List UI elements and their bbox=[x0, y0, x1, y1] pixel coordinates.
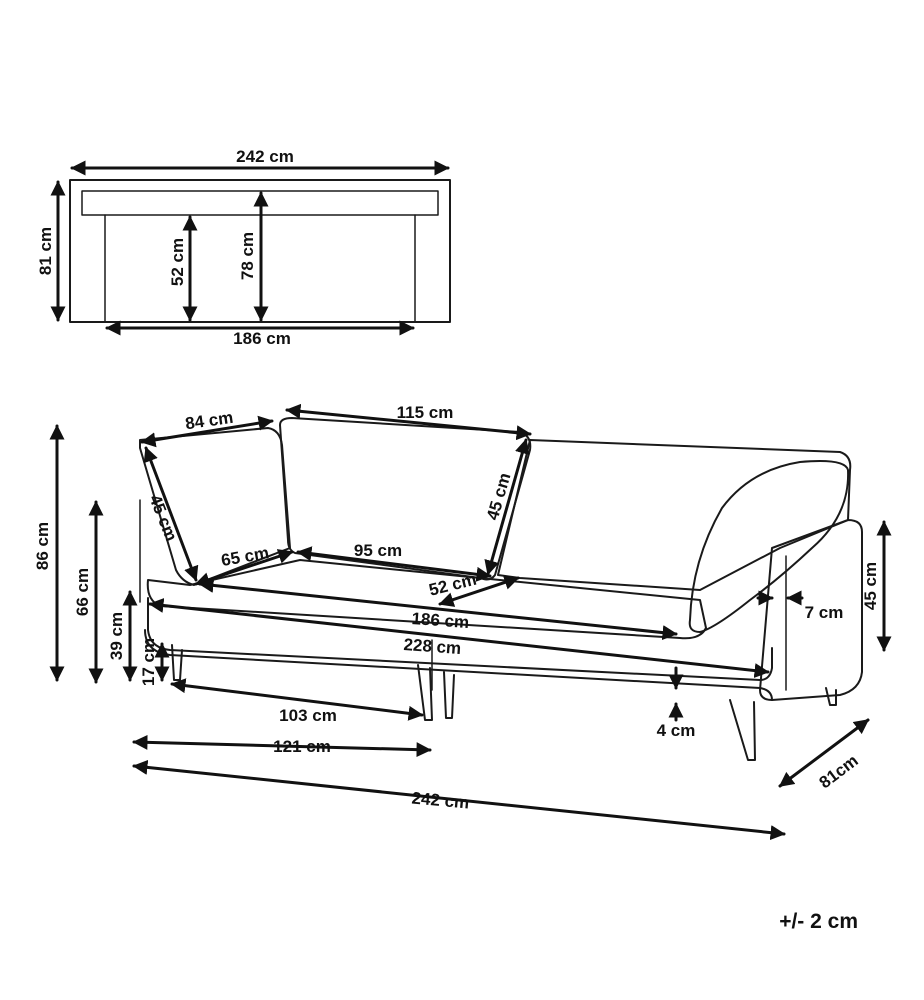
leg-span-inner-dimension bbox=[170, 678, 424, 721]
leg-height-label: 17 cm bbox=[139, 638, 158, 686]
seat-frame-width-dimension bbox=[148, 598, 770, 678]
overall-depth-label: 81cm bbox=[816, 751, 862, 792]
top-inner-depth-label: 78 cm bbox=[238, 232, 257, 280]
cushion-width-label: 95 cm bbox=[354, 541, 402, 560]
overall-width-label: 242 cm bbox=[411, 789, 470, 813]
back-height-label: 66 cm bbox=[73, 568, 92, 616]
arm-thickness-label: 7 cm bbox=[805, 603, 844, 622]
armrest-height-label: 45 cm bbox=[145, 492, 181, 544]
leg-back-middle bbox=[443, 671, 455, 719]
leg-front-right bbox=[729, 699, 756, 761]
leg-back-right bbox=[825, 687, 837, 706]
backrest-width-dimension bbox=[285, 403, 532, 441]
armrest-height-dimension bbox=[143, 446, 199, 582]
top-seat-width-label: 186 cm bbox=[233, 329, 291, 348]
seat-frame-width-label: 228 cm bbox=[403, 635, 462, 658]
backrest-height-dimension bbox=[484, 438, 530, 576]
top-depth-label: 81 cm bbox=[36, 227, 55, 275]
cushion-width-dimension bbox=[296, 546, 492, 582]
seat-width-label: 186 cm bbox=[411, 609, 470, 632]
leg-front-middle bbox=[417, 664, 433, 721]
right-arm-block bbox=[759, 519, 863, 701]
top-width-label: 242 cm bbox=[236, 147, 294, 166]
arm-height-label: 45 cm bbox=[861, 562, 880, 610]
overall-depth-dimension bbox=[778, 718, 870, 788]
armrest-depth-dimension bbox=[140, 415, 274, 448]
backrest-width-label: 115 cm bbox=[397, 403, 454, 422]
leg-span-outer-label: 121 cm bbox=[273, 737, 331, 756]
leg-span-outer-dimension bbox=[132, 734, 432, 758]
overall-width-dimension bbox=[132, 759, 786, 841]
seat-height-label: 39 cm bbox=[107, 612, 126, 660]
frame-gap-label: 4 cm bbox=[657, 721, 696, 740]
armrest-inner-depth-label: 65 cm bbox=[220, 543, 271, 570]
top-seat-depth-label: 52 cm bbox=[168, 238, 187, 286]
tolerance-note: +/- 2 cm bbox=[779, 910, 858, 933]
leg-span-inner-label: 103 cm bbox=[279, 706, 337, 725]
top-view: 242 cm 81 cm 52 cm 78 cm 186 cm bbox=[36, 147, 451, 348]
total-height-label: 86 cm bbox=[33, 522, 52, 570]
perspective-dimensions: 84 cm 115 cm 45 cm 45 cm 65 cm 95 cm 52 … bbox=[33, 403, 892, 841]
